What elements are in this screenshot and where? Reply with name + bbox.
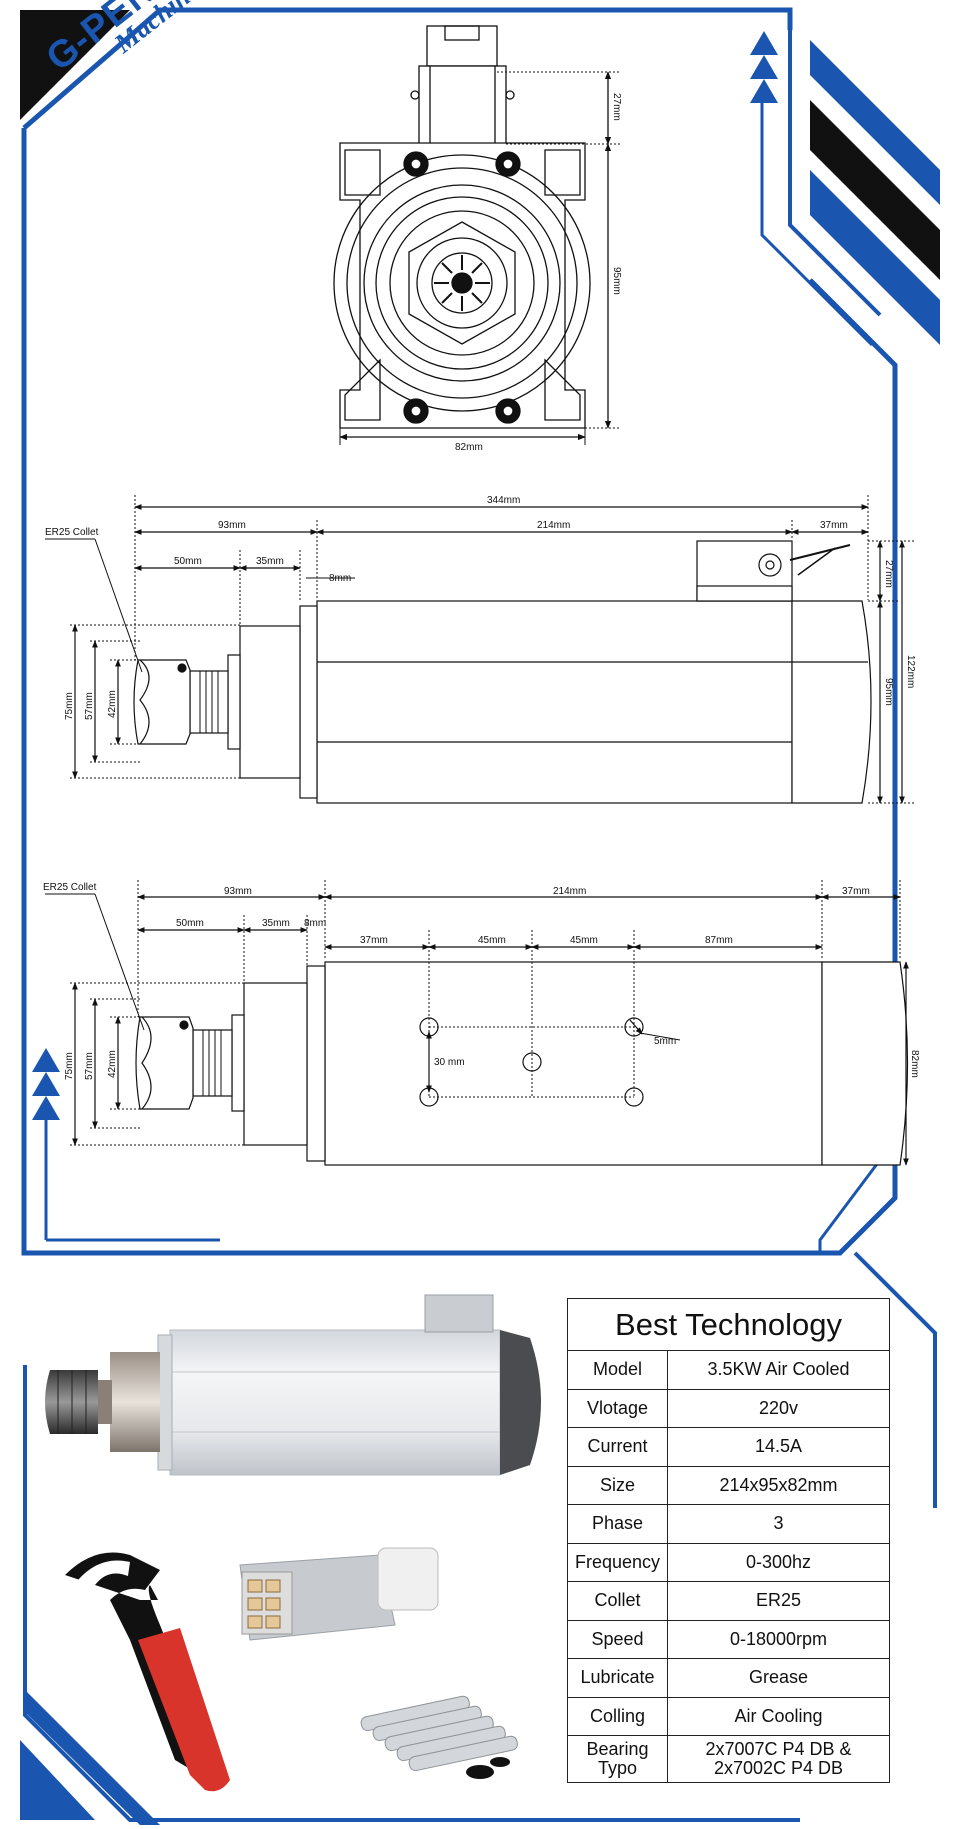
side-collet-label: ER25 Collet: [45, 527, 99, 538]
side-dim-body-height: 95mm: [883, 678, 894, 706]
spec-key: Phase: [567, 1504, 668, 1544]
top-frame: [20, 7, 940, 1256]
spec-key: Size: [567, 1465, 668, 1505]
bottom-frame: [20, 1251, 937, 1825]
spec-value: 14.5A: [667, 1427, 890, 1467]
spec-value: 0-300hz: [667, 1542, 890, 1582]
arrow-up-icons-left: [32, 1048, 60, 1120]
bottom-dim-flange: 8mm: [304, 918, 326, 929]
bottom-dim-hole-end: 87mm: [705, 935, 733, 946]
spec-value: Grease: [667, 1658, 890, 1698]
side-dim-front: 93mm: [218, 520, 246, 531]
bottom-view-drawing: [45, 880, 909, 1166]
side-dim-overall: 344mm: [487, 495, 520, 506]
bottom-collet-label: ER25 Collet: [43, 882, 97, 893]
spec-key: Vlotage: [567, 1388, 668, 1428]
spindle-motor-photo: [45, 1294, 541, 1476]
stripe-blue-1: [810, 40, 940, 205]
bottom-dim-hole-dia: 5mm: [654, 1036, 676, 1047]
spec-key: Bearing Typo: [567, 1735, 668, 1783]
spec-value: 220v: [667, 1388, 890, 1428]
arrow-up-icons-top: [750, 31, 778, 103]
bottom-dim-dia-outer: 75mm: [64, 1052, 75, 1080]
bottom-dim-front: 93mm: [224, 886, 252, 897]
side-dim-rear: 37mm: [820, 520, 848, 531]
front-dim-top: 27mm: [611, 93, 622, 121]
side-dim-flange: 8mm: [329, 573, 351, 584]
bottom-dim-width: 82mm: [909, 1050, 920, 1078]
side-dim-dia-mid: 57mm: [84, 692, 95, 720]
front-view-drawing: [333, 25, 620, 445]
front-dim-width: 82mm: [455, 442, 483, 453]
spec-key: Current: [567, 1427, 668, 1467]
spec-value: 3: [667, 1504, 890, 1544]
spec-value: 214x95x82mm: [667, 1465, 890, 1505]
side-dim-nose: 50mm: [174, 556, 202, 567]
bottom-dim-nose: 50mm: [176, 918, 204, 929]
side-view-drawing: [45, 495, 915, 804]
spec-key: Collet: [567, 1581, 668, 1621]
side-dim-body: 214mm: [537, 520, 570, 531]
bottom-dim-rear: 37mm: [842, 886, 870, 897]
spec-value: 3.5KW Air Cooled: [667, 1350, 890, 1390]
stripe-blue-2: [810, 170, 940, 345]
bottom-dim-neck: 35mm: [262, 918, 290, 929]
spec-key: Lubricate: [567, 1658, 668, 1698]
spec-key: Speed: [567, 1619, 668, 1659]
bottom-dim-hole-off: 37mm: [360, 935, 388, 946]
stripe-black: [810, 100, 940, 280]
spec-value: 2x7007C P4 DB & 2x7002C P4 DB: [667, 1735, 890, 1783]
bottom-corner-triangle: [20, 1740, 95, 1820]
side-dim-dia-outer: 75mm: [64, 692, 75, 720]
front-dim-height: 95mm: [611, 267, 622, 295]
spec-value: ER25: [667, 1581, 890, 1621]
spec-key: Frequency: [567, 1542, 668, 1582]
side-dim-rear-top: 27mm: [883, 560, 894, 588]
side-dim-total-height: 122mm: [905, 655, 916, 688]
side-dim-neck: 35mm: [256, 556, 284, 567]
spec-value: Air Cooling: [667, 1696, 890, 1736]
spec-value: 0-18000rpm: [667, 1619, 890, 1659]
bottom-dim-dia-inner: 42mm: [107, 1050, 118, 1078]
collets-photo: [360, 1695, 518, 1779]
bottom-dim-hole-gap1: 45mm: [478, 935, 506, 946]
spec-table-title: Best Technology: [567, 1298, 890, 1351]
bottom-dim-hole-gap2: 45mm: [570, 935, 598, 946]
corner-black-triangle: [20, 10, 130, 120]
spec-key: Colling: [567, 1696, 668, 1736]
side-dim-dia-inner: 42mm: [107, 690, 118, 718]
bottom-dim-hole-pitch: 30 mm: [434, 1057, 465, 1068]
bottom-dim-dia-mid: 57mm: [84, 1052, 95, 1080]
connector-photo: [239, 1547, 439, 1641]
bottom-dim-body: 214mm: [553, 886, 586, 897]
spec-key: Model: [567, 1350, 668, 1390]
wrench-photo: [65, 1552, 230, 1792]
